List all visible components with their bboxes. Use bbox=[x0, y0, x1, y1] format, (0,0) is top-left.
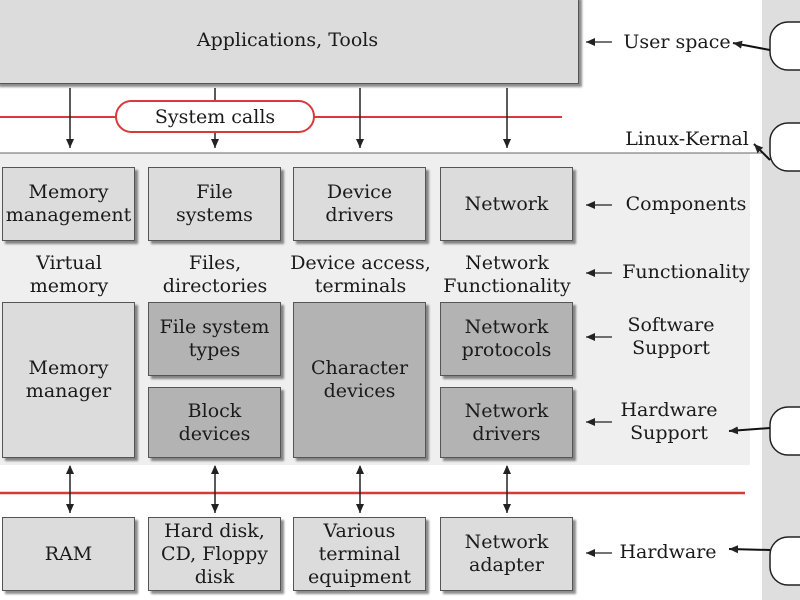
ram-box: RAM bbox=[2, 517, 135, 591]
bubble-arrow-3 bbox=[728, 426, 771, 435]
hard-disk-label: Hard disk, CD, Floppy disk bbox=[161, 519, 268, 588]
device-drivers-box: Device drivers bbox=[293, 167, 426, 241]
label-user-space: User space bbox=[623, 31, 731, 53]
label-hardware-support: Hardware Support bbox=[620, 399, 718, 444]
functionality-network: Network Functionality bbox=[443, 252, 571, 297]
bubble-arrow-4 bbox=[728, 545, 771, 554]
network-adapter-label: Network adapter bbox=[464, 531, 549, 576]
bubble-arrow-2 bbox=[753, 143, 771, 161]
callout-bubble-2 bbox=[769, 122, 800, 172]
network-drivers-box: Network drivers bbox=[440, 387, 573, 458]
bubble-arrow-1 bbox=[732, 40, 771, 51]
memory-management-box: Memory management bbox=[2, 167, 135, 241]
block-devices-box: Block devices bbox=[148, 387, 281, 458]
block-devices-label: Block devices bbox=[178, 399, 251, 445]
functionality-device-access: Device access, terminals bbox=[290, 252, 431, 297]
terminal-equipment-box: Various terminal equipment bbox=[293, 517, 426, 591]
file-system-types-label: File system types bbox=[159, 316, 270, 361]
functionality-files-directories: Files, directories bbox=[162, 252, 268, 297]
label-functionality: Functionality bbox=[622, 261, 750, 283]
memory-management-label: Memory management bbox=[5, 181, 132, 226]
label-hardware: Hardware bbox=[619, 541, 717, 563]
callout-bubble-3 bbox=[769, 406, 800, 456]
character-devices-label: Character devices bbox=[310, 357, 409, 402]
callout-bubble-1 bbox=[769, 21, 800, 71]
callout-bubble-4 bbox=[769, 536, 800, 586]
label-software-support: Software Support bbox=[627, 314, 715, 359]
ram-label: RAM bbox=[44, 542, 93, 565]
terminal-equipment-label: Various terminal equipment bbox=[307, 519, 411, 588]
device-drivers-label: Device drivers bbox=[325, 181, 394, 226]
label-linux-kernel: Linux-Kernal bbox=[625, 128, 749, 150]
network-adapter-box: Network adapter bbox=[440, 517, 573, 591]
memory-manager-box: Memory manager bbox=[2, 302, 135, 458]
functionality-virtual-memory: Virtual memory bbox=[29, 252, 109, 297]
memory-manager-label: Memory manager bbox=[25, 357, 112, 402]
file-systems-label: File systems bbox=[176, 181, 253, 226]
network-protocols-label: Network protocols bbox=[461, 316, 552, 361]
system-calls-label: System calls bbox=[154, 105, 276, 128]
file-system-types-box: File system types bbox=[148, 302, 281, 376]
network-label: Network bbox=[464, 192, 549, 215]
hard-disk-box: Hard disk, CD, Floppy disk bbox=[148, 517, 281, 591]
right-gray-strip bbox=[762, 0, 800, 600]
character-devices-box: Character devices bbox=[293, 302, 426, 458]
system-calls-pill: System calls bbox=[115, 100, 315, 133]
label-components: Components bbox=[625, 193, 747, 215]
network-protocols-box: Network protocols bbox=[440, 302, 573, 376]
applications-tools-box: Applications, Tools bbox=[0, 0, 579, 84]
applications-tools-label: Applications, Tools bbox=[196, 28, 379, 51]
network-drivers-label: Network drivers bbox=[464, 399, 549, 445]
network-box: Network bbox=[440, 167, 573, 241]
file-systems-box: File systems bbox=[148, 167, 281, 241]
